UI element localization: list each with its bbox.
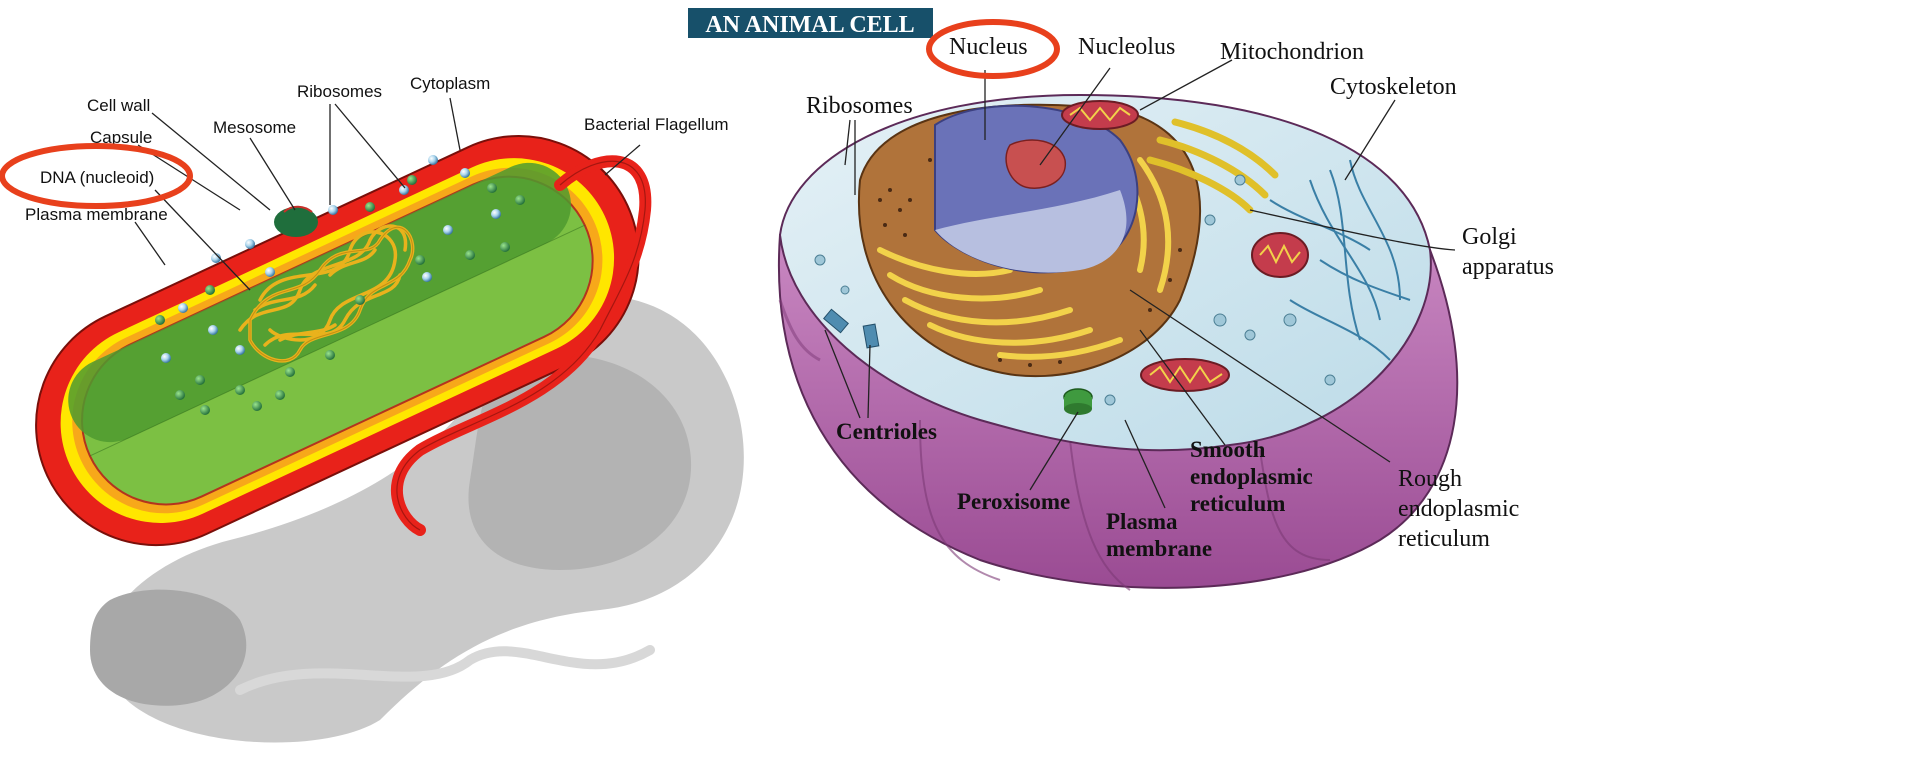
label-cytoskeleton: Cytoskeleton bbox=[1330, 74, 1457, 100]
animal-cell-title-banner: AN ANIMAL CELL bbox=[688, 8, 933, 38]
label-bacterial-flagellum: Bacterial Flagellum bbox=[584, 115, 729, 134]
mitochondrion-top bbox=[1062, 101, 1138, 129]
label-peroxisome: Peroxisome bbox=[957, 489, 1070, 514]
label-cytoplasm: Cytoplasm bbox=[410, 74, 490, 93]
label-rough-er-line1: Rough bbox=[1398, 466, 1462, 492]
label-centrioles: Centrioles bbox=[836, 419, 937, 444]
label-plasma-membrane-line1: Plasma bbox=[1106, 509, 1178, 534]
label-smooth-er-line2: endoplasmic bbox=[1190, 464, 1313, 489]
nucleolus bbox=[1006, 140, 1065, 188]
animal-cell-title: AN ANIMAL CELL bbox=[705, 12, 914, 38]
label-golgi-line1: Golgi bbox=[1462, 224, 1517, 250]
label-smooth-er-line1: Smooth bbox=[1190, 437, 1266, 462]
label-ribosomes-animal: Ribosomes bbox=[806, 93, 913, 119]
peroxisome bbox=[1064, 389, 1092, 415]
label-mesosome: Mesosome bbox=[213, 118, 296, 137]
label-rough-er-line2: endoplasmic bbox=[1398, 496, 1519, 522]
mitochondrion-right bbox=[1252, 233, 1308, 277]
mesosome bbox=[274, 207, 318, 237]
label-plasma-membrane-line2: membrane bbox=[1106, 536, 1212, 561]
label-smooth-er-line3: reticulum bbox=[1190, 491, 1285, 516]
label-nucleolus: Nucleolus bbox=[1078, 34, 1175, 60]
bacterium-illustration bbox=[0, 97, 744, 743]
label-rough-er-line3: reticulum bbox=[1398, 526, 1490, 552]
label-golgi-line2: apparatus bbox=[1462, 254, 1554, 280]
mitochondrion-bottom bbox=[1141, 359, 1229, 391]
label-nucleus: Nucleus bbox=[949, 34, 1028, 60]
label-cell-wall: Cell wall bbox=[87, 96, 150, 115]
label-mitochondrion: Mitochondrion bbox=[1220, 39, 1364, 65]
label-ribosomes-bacterial: Ribosomes bbox=[297, 82, 382, 101]
label-dna-nucleoid: DNA (nucleoid) bbox=[40, 168, 154, 187]
